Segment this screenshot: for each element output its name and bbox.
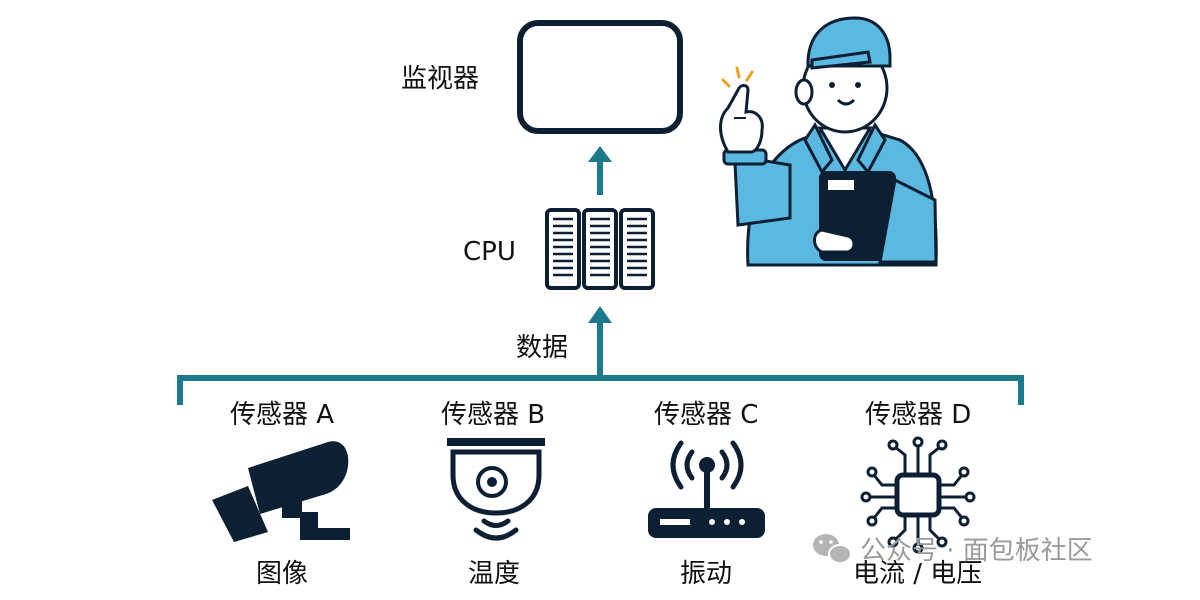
- camera-icon: [212, 441, 350, 542]
- watermark-text: 公众号 · 面包板社区: [860, 530, 1093, 567]
- sensor-b-title: 传感器 B: [441, 402, 545, 428]
- monitor-icon: [520, 23, 680, 131]
- data-label: 数据: [516, 335, 568, 361]
- sensor-a-title: 传感器 A: [230, 402, 334, 428]
- dome-sensor-icon: [447, 438, 545, 538]
- sensor-b-measure: 温度: [468, 561, 520, 587]
- arrow-bus-to-cpu: [588, 306, 612, 376]
- sensor-c-title: 传感器 C: [654, 402, 758, 428]
- wireless-router-icon: [648, 443, 765, 538]
- cpu-label: CPU: [463, 239, 516, 265]
- watermark: 公众号 · 面包板社区: [860, 530, 1093, 567]
- wechat-icon: [813, 534, 851, 563]
- cpu-server-icon: [547, 210, 653, 288]
- worker-illustration: [721, 18, 937, 265]
- sensor-a-measure: 图像: [256, 561, 308, 587]
- arrow-cpu-to-monitor: [588, 146, 612, 195]
- sensor-d-title: 传感器 D: [865, 402, 971, 428]
- sensor-c-measure: 振动: [680, 561, 732, 587]
- monitor-label: 监视器: [401, 66, 479, 92]
